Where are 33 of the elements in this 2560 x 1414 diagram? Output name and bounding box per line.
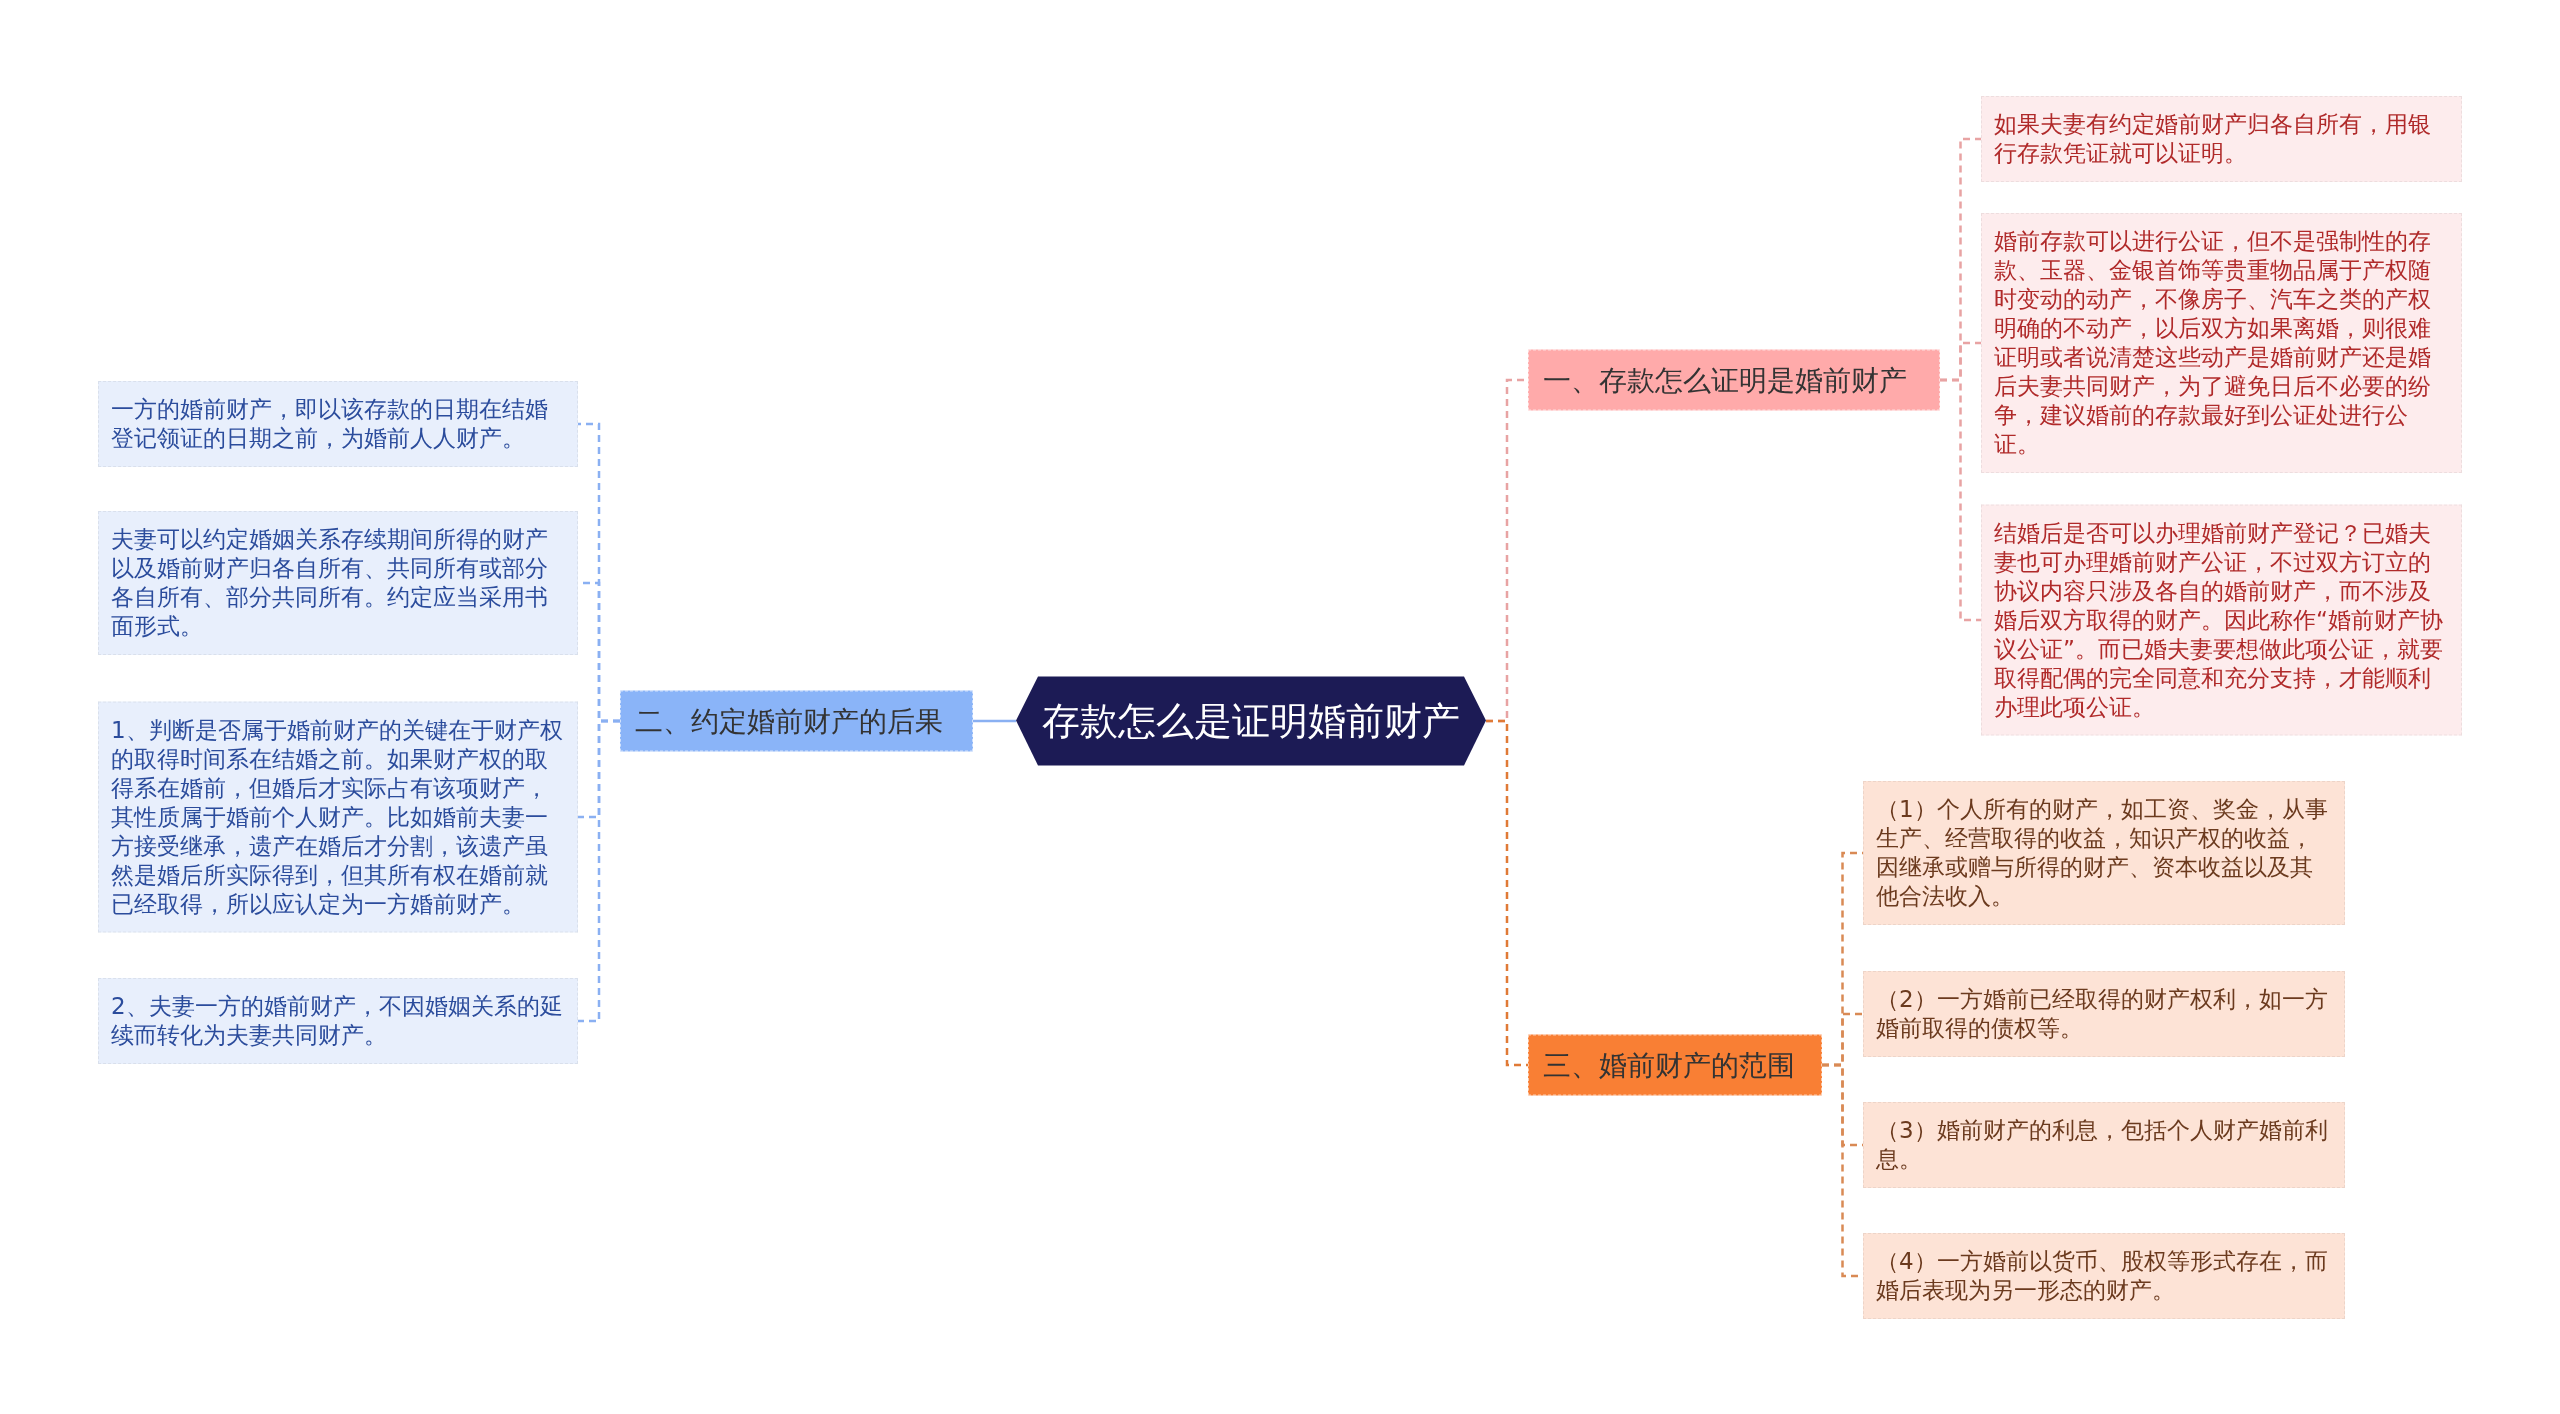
note-box <box>1981 213 2462 473</box>
branch-topic-box <box>620 690 973 752</box>
branch-topic-text: 三、婚前财产的范围 <box>1543 1047 1796 1083</box>
connector-line <box>578 719 620 1023</box>
note-box <box>98 701 578 933</box>
note-text: 婚前存款可以进行公证，但不是强制性的存款、玉器、金银首饰等贵重物品属于产权随时变动的动产，不像房子、汽车之类的产权明确的不动产，以后双方如果离婚，则很难证明或者说清楚这些动产是婚前财产还是婚后夫妻共同财产，为了避免日后不必要的纷争，建议婚前的存款最好到公证处进行公证。 <box>1994 227 2432 459</box>
note-text: （4）一方婚前以货币、股权等形式存在，而婚后表现为另一形态的财产。 <box>1876 1247 2329 1305</box>
central-topic-text: 存款怎么是证明婚前财产 <box>1042 698 1460 744</box>
note-text: 一方的婚前财产，即以该存款的日期在结婚登记领证的日期之前，为婚前人人财产。 <box>111 395 549 453</box>
note-box <box>1863 971 2345 1057</box>
connector-line <box>973 719 1016 723</box>
branch-topic-text: 二、约定婚前财产的后果 <box>635 703 944 739</box>
note-box <box>1981 504 2462 736</box>
note-text: 夫妻可以约定婚姻关系存续期间所得的财产以及婚前财产归各自所有、共同所有或部分各自所有、部分共同所有。约定应当采用书面形式。 <box>111 525 549 641</box>
note-text: 1、判断是否属于婚前财产的关键在于财产权的取得时间系在结婚之前。如果财产权的取得系在婚前，但婚后才实际占有该项财产，其性质属于婚前个人财产。比如婚前夫妻一方接受继承，遗产在婚后才分割，该遗产虽然是婚后所实际得到，但其所有权在婚前就已经取得，所以应认定为一方婚前财产。 <box>111 715 564 919</box>
connector-line <box>1486 719 1528 1067</box>
note-box <box>98 381 578 467</box>
note-box <box>98 511 578 655</box>
note-box <box>1863 781 2345 925</box>
note-text: 结婚后是否可以办理婚前财产登记？已婚夫妻也可办理婚前财产公证，不过双方订立的协议内容只涉及各自的婚前财产，而不涉及婚后双方取得的财产。因此称作“婚前财产协议公证”。而已婚夫妻要想做此项公证，就要取得配偶的完全同意和充分支持，才能顺利办理此项公证。 <box>1994 518 2444 722</box>
note-box <box>1981 96 2462 182</box>
note-box <box>1863 1102 2345 1188</box>
note-text: （3）婚前财产的利息，包括个人财产婚前利息。 <box>1876 1116 2329 1174</box>
note-text: （2）一方婚前已经取得的财产权利，如一方婚前取得的债权等。 <box>1876 985 2329 1043</box>
branch-topic-text: 一、存款怎么证明是婚前财产 <box>1543 362 1908 398</box>
note-box <box>98 978 578 1064</box>
note-text: 2、夫妻一方的婚前财产，不因婚姻关系的延续而转化为夫妻共同财产。 <box>111 992 564 1050</box>
branch-topic-box <box>1528 349 1940 411</box>
note-text: （1）个人所有的财产，如工资、奖金，从事生产、经营取得的收益，知识产权的收益，因继承或赠与所得的财产、资本收益以及其他合法收入。 <box>1876 795 2329 911</box>
branch-topic-box <box>1528 1034 1822 1096</box>
note-text: 如果夫妻有约定婚前财产归各自所有，用银行存款凭证就可以证明。 <box>1994 110 2432 168</box>
note-box <box>1863 1233 2345 1319</box>
connector-line <box>1940 378 1981 622</box>
